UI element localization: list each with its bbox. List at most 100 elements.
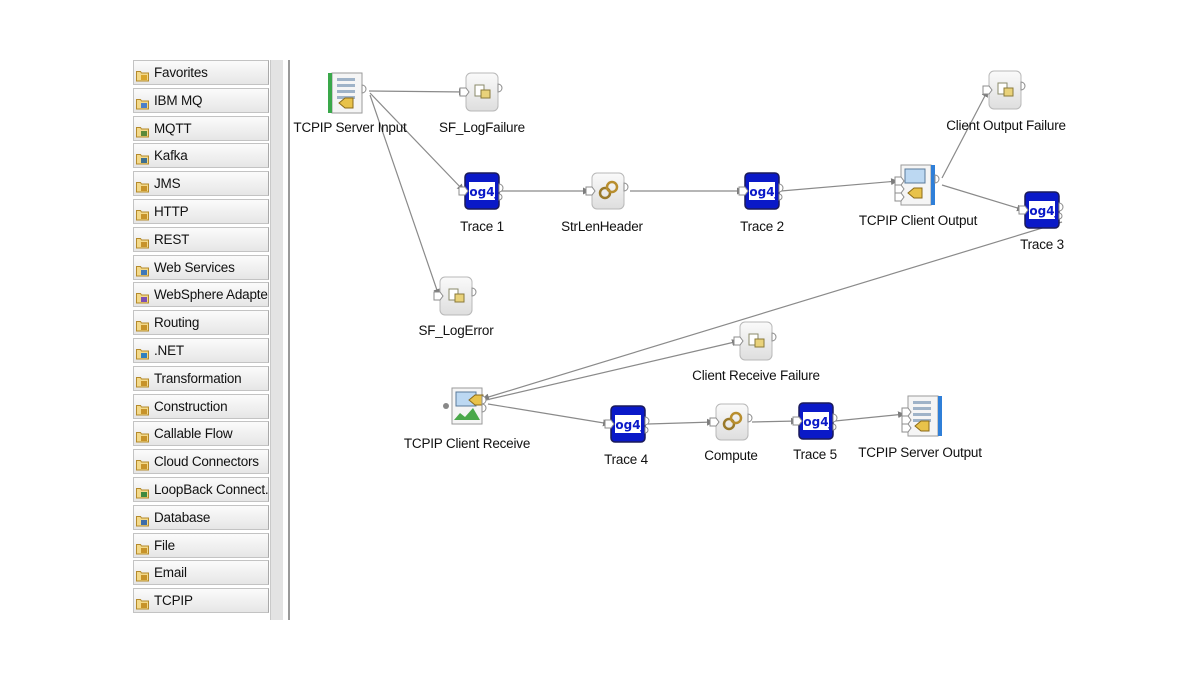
node-tcpip-client-receive[interactable]	[443, 387, 487, 425]
node-trace1[interactable]: log4j	[458, 172, 504, 210]
palette-divider	[288, 60, 290, 620]
input-terminal[interactable]	[1018, 205, 1029, 215]
output-terminal[interactable]	[644, 416, 650, 426]
connection-compute-to-trace5[interactable]	[751, 417, 799, 425]
palette-item-label: REST	[154, 231, 190, 247]
output-terminal[interactable]	[771, 332, 777, 342]
output-terminal[interactable]	[778, 183, 784, 193]
node-strlenheader[interactable]	[585, 172, 629, 210]
input-terminal[interactable]	[901, 415, 912, 425]
input-terminal[interactable]	[458, 186, 469, 196]
jms-folder-icon	[136, 177, 150, 193]
palette-item-http[interactable]: HTTP	[133, 199, 269, 224]
node-trace5[interactable]: log4j	[792, 402, 838, 440]
node-client-receive-failure[interactable]	[733, 321, 777, 361]
input-terminal[interactable]	[894, 176, 905, 186]
output-terminal[interactable]	[481, 403, 487, 413]
palette-item-net[interactable]: .NET	[133, 338, 269, 363]
palette-item-construction[interactable]: Construction	[133, 393, 269, 419]
connections-layer	[368, 88, 1063, 427]
output-terminal[interactable]	[934, 174, 940, 184]
palette-item-callable-flow[interactable]: Callable Flow	[133, 421, 269, 447]
connection-trace3-to-tcpip-client-receive[interactable]	[481, 221, 1063, 401]
palette-item-jms[interactable]: JMS	[133, 171, 269, 197]
connection-tcpip-client-receive-to-trace4[interactable]	[487, 403, 611, 427]
input-terminal[interactable]	[733, 336, 744, 346]
node-label-client-output-failure: Client Output Failure	[946, 118, 1066, 133]
node-compute[interactable]	[709, 403, 753, 441]
palette-item-label: Web Services	[154, 259, 235, 275]
input-terminal[interactable]	[901, 407, 912, 417]
output-terminal[interactable]	[832, 413, 838, 423]
input-terminal[interactable]	[604, 419, 615, 429]
palette-item-routing[interactable]: Routing	[133, 310, 269, 336]
output-terminal[interactable]	[498, 183, 504, 193]
node-trace4[interactable]: log4j	[604, 405, 650, 443]
input-terminal[interactable]	[459, 87, 470, 97]
palette-item-web-services[interactable]: Web Services	[133, 254, 269, 280]
palette-item-loopback-connect[interactable]: LoopBack Connect...	[133, 477, 269, 502]
node-label-trace3: Trace 3	[1020, 237, 1064, 252]
palette-item-favorites[interactable]: Favorites	[133, 60, 269, 85]
node-label-strlenheader: StrLenHeader	[561, 219, 643, 234]
palette-item-kafka[interactable]: Kafka	[133, 143, 269, 169]
node-trace3[interactable]: log4j	[1018, 191, 1064, 229]
output-terminal[interactable]	[481, 395, 487, 405]
palette-scrollbar[interactable]	[270, 60, 283, 620]
node-trace2[interactable]: log4j	[738, 172, 784, 210]
subflow-icon	[748, 333, 765, 348]
output-terminal[interactable]	[471, 287, 477, 297]
palette-item-email[interactable]: Email	[133, 560, 269, 586]
web-services-folder-icon	[136, 261, 150, 277]
node-tcpip-server-output[interactable]	[901, 395, 942, 437]
input-terminal[interactable]	[894, 184, 905, 194]
dotnet-folder-icon	[136, 344, 150, 360]
connection-trace4-to-compute[interactable]	[647, 418, 715, 426]
connection-trace5-to-tcpip-server-output[interactable]	[834, 411, 906, 422]
input-terminal[interactable]	[443, 403, 449, 409]
input-terminal[interactable]	[982, 85, 993, 95]
node-client-output-failure[interactable]	[982, 70, 1026, 110]
connection-tcpip-client-output-to-client-output-failure[interactable]	[941, 89, 989, 179]
output-terminal[interactable]	[1058, 202, 1064, 212]
palette-item-websphere-adapters[interactable]: WebSphere Adapters	[133, 282, 269, 308]
input-terminal[interactable]	[738, 186, 749, 196]
input-terminal[interactable]	[901, 423, 912, 433]
output-terminal[interactable]	[497, 83, 503, 93]
palette-item-tcpip[interactable]: TCPIP	[133, 588, 269, 614]
ibm-mq-folder-icon	[136, 94, 150, 110]
palette-item-transformation[interactable]: Transformation	[133, 365, 269, 391]
connection-tcpip-client-receive-to-client-receive-failure[interactable]	[485, 339, 740, 401]
tcpip-client-receive-icon	[454, 391, 484, 420]
palette-item-database[interactable]: Database	[133, 504, 269, 530]
output-terminal[interactable]	[747, 413, 753, 423]
palette-item-cloud-connectors[interactable]: Cloud Connectors	[133, 449, 269, 475]
palette-item-rest[interactable]: REST	[133, 226, 269, 252]
input-terminal[interactable]	[585, 186, 596, 196]
connection-tcpip-server-input-to-trace1[interactable]	[369, 92, 465, 192]
connection-tcpip-server-input-to-sf-logfailure[interactable]	[368, 88, 467, 96]
node-tcpip-server-input[interactable]	[328, 72, 367, 114]
palette-item-mqtt[interactable]: MQTT	[133, 115, 269, 141]
node-sf-logerror[interactable]	[433, 276, 477, 316]
palette-item-label: Kafka	[154, 148, 188, 164]
palette-item-ibm-mq[interactable]: IBM MQ	[133, 87, 269, 113]
palette-item-file[interactable]: File	[133, 532, 269, 558]
connection-tcpip-client-output-to-trace3[interactable]	[941, 184, 1025, 212]
node-tcpip-client-output[interactable]	[894, 164, 940, 206]
input-terminal[interactable]	[709, 417, 720, 427]
node-label-tcpip-client-receive: TCPIP Client Receive	[403, 436, 531, 451]
connection-trace2-to-tcpip-client-output[interactable]	[780, 178, 899, 192]
output-terminal[interactable]	[361, 84, 367, 94]
palette-item-label: Database	[154, 509, 211, 525]
connection-tcpip-server-input-to-sf-logerror[interactable]	[369, 94, 441, 297]
input-terminal[interactable]	[792, 416, 803, 426]
subflow-icon	[474, 84, 491, 99]
input-terminal[interactable]	[433, 291, 444, 301]
input-terminal[interactable]	[894, 192, 905, 202]
output-terminal[interactable]	[1020, 81, 1026, 91]
node-sf-logfailure[interactable]	[459, 72, 503, 112]
output-terminal[interactable]	[623, 182, 629, 192]
